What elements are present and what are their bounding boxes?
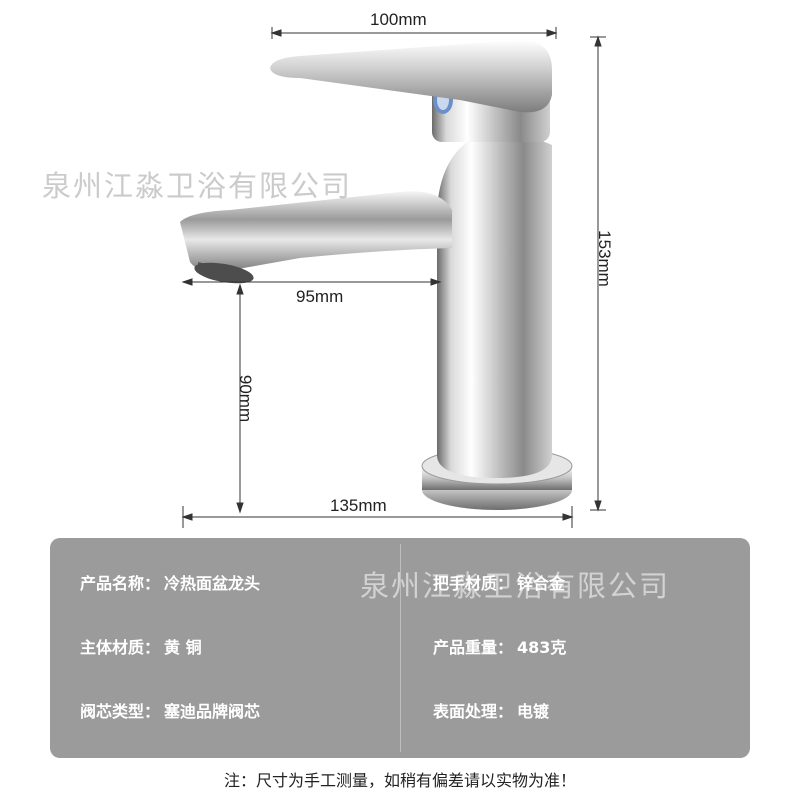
faucet-body	[437, 136, 552, 478]
spec-label: 表面处理：	[433, 702, 514, 721]
spec-value: 锌合金	[517, 574, 566, 593]
faucet-spout	[180, 191, 452, 284]
panel-divider	[400, 544, 401, 752]
spec-label: 主体材质：	[80, 638, 161, 657]
spec-value: 塞迪品牌阀芯	[164, 702, 261, 721]
dimension-lines	[181, 27, 606, 528]
spec-value: 黄 铜	[164, 638, 202, 657]
measurement-note: 注：尺寸为手工测量，如稍有偏差请以实物为准！	[223, 771, 576, 790]
watermark-top: 泉州江淼卫浴有限公司	[42, 169, 353, 203]
spec-panel: 产品名称：冷热面盆龙头 主体材质：黄 铜 阀芯类型：塞迪品牌阀芯 把手材质：锌合…	[50, 538, 750, 758]
spec-label: 把手材质：	[433, 574, 514, 593]
spec-row-body-material: 主体材质：黄 铜	[80, 640, 202, 656]
spec-label: 产品名称：	[80, 574, 161, 593]
spec-row-product-name: 产品名称：冷热面盆龙头	[80, 576, 260, 592]
dimension-total-length: 135mm	[330, 496, 387, 515]
dimension-spout-reach: 95mm	[296, 287, 344, 306]
watermark-panel: 泉州江淼卫浴有限公司	[360, 569, 671, 603]
spec-row-surface-treatment: 表面处理：电镀	[433, 704, 549, 720]
faucet-handle	[270, 40, 552, 113]
spec-row-handle-material: 把手材质：锌合金	[433, 576, 565, 592]
dimension-spout-height: 90mm	[236, 374, 256, 423]
spec-row-weight: 产品重量：483克	[433, 640, 566, 656]
spec-label: 产品重量：	[433, 638, 514, 657]
spec-value: 电镀	[517, 702, 550, 721]
spec-row-cartridge-type: 阀芯类型：塞迪品牌阀芯	[80, 704, 260, 720]
spec-value: 483克	[517, 638, 567, 657]
dimension-handle-width: 100mm	[370, 10, 427, 29]
spec-value: 冷热面盆龙头	[164, 574, 261, 593]
dimension-height: 153mm	[594, 230, 614, 287]
spec-label: 阀芯类型：	[80, 702, 161, 721]
